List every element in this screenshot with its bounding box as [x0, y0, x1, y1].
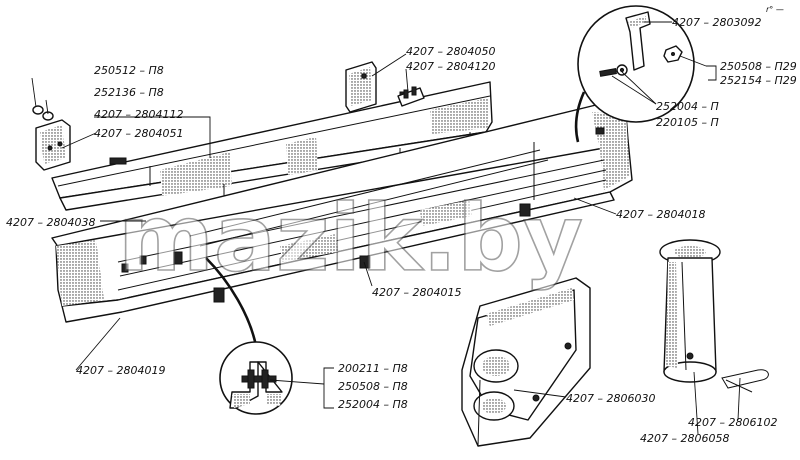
label-2804112: 4207 – 2804112	[94, 108, 183, 121]
bumper-main	[51, 103, 633, 323]
nut-washer-upper-left	[32, 105, 54, 121]
label-2804051: 4207 – 2804051	[94, 127, 183, 140]
left-bracket	[35, 119, 71, 171]
label-2803092: 4207 – 2803092	[672, 16, 761, 29]
label-2806102: 4207 – 2806102	[688, 416, 777, 429]
tow-bracket	[461, 277, 591, 447]
label-2804015: 4207 – 2804015	[372, 286, 461, 299]
label-220105-p: 220105 – П	[656, 116, 719, 129]
label-2804018: 4207 – 2804018	[616, 208, 705, 221]
leader-lines	[31, 21, 741, 435]
label-2804120: 4207 – 2804120	[406, 60, 495, 73]
label-252004-p: 252004 – П	[656, 100, 719, 113]
label-2806030: 4207 – 2806030	[566, 392, 655, 405]
label-250508-p8: 250508 – П8	[338, 380, 408, 393]
watermark: mazik.by	[118, 185, 583, 292]
label-252136: 252136 – П8	[94, 86, 164, 99]
label-250512: 250512 – П8	[94, 64, 164, 77]
label-2806058: 4207 – 2806058	[640, 432, 729, 445]
detail-circle-lower	[205, 257, 293, 415]
tow-pin	[659, 239, 721, 383]
cotter-pin	[721, 369, 769, 393]
label-2804038: 4207 – 2804038	[6, 216, 95, 229]
label-252004-p8: 252004 – П8	[338, 398, 408, 411]
corner-mark: r° —	[766, 5, 784, 14]
part-labels: 250512 – П8 252136 – П8 4207 – 2804112 4…	[6, 16, 797, 445]
label-200211-p8: 200211 – П8	[338, 362, 408, 375]
label-2804019: 4207 – 2804019	[76, 364, 165, 377]
label-2804050: 4207 – 2804050	[406, 45, 495, 58]
label-252154-p29: 252154 – П29	[720, 74, 797, 87]
upper-middle-bracket	[345, 61, 425, 113]
detail-circle-right	[574, 5, 695, 143]
label-250508-p29: 250508 – П29	[720, 60, 797, 73]
